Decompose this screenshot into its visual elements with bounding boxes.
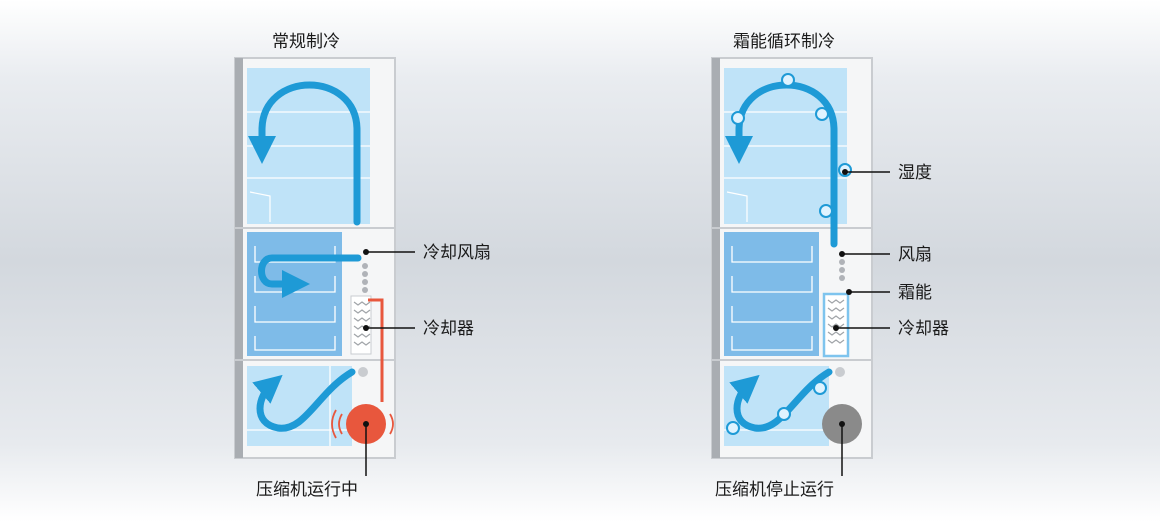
moisture-bubble [777, 407, 791, 421]
left-fridge-hinge [235, 58, 243, 458]
moisture-bubble [781, 73, 795, 87]
left-cooler [350, 295, 372, 355]
moisture-bubble [819, 204, 833, 218]
right-compressor-label: 压缩机停止运行 [715, 480, 834, 500]
right-freezer-compartment [724, 232, 819, 356]
right-fridge-hinge [712, 58, 720, 458]
right-panel-title: 霜能循环制冷 [733, 32, 835, 52]
moisture-bubble [815, 107, 829, 121]
right-fridge [711, 57, 890, 476]
moisture-bubble [813, 381, 827, 395]
left-heat-line [368, 298, 384, 402]
moisture-bubble [731, 111, 745, 125]
right-frost-label: 霜能 [898, 283, 932, 303]
left-freezer-compartment [247, 232, 342, 356]
left-cooler-label: 冷却器 [423, 319, 474, 339]
left-compressor-label: 压缩机运行中 [256, 480, 358, 500]
left-panel-title: 常规制冷 [272, 32, 340, 52]
right-humidity-label: 湿度 [898, 163, 932, 183]
moisture-bubble [726, 421, 740, 435]
left-fan-label: 冷却风扇 [423, 243, 491, 263]
left-fridge [234, 57, 415, 476]
right-cooler-label: 冷却器 [898, 319, 949, 339]
right-fan-label: 风扇 [898, 245, 932, 265]
